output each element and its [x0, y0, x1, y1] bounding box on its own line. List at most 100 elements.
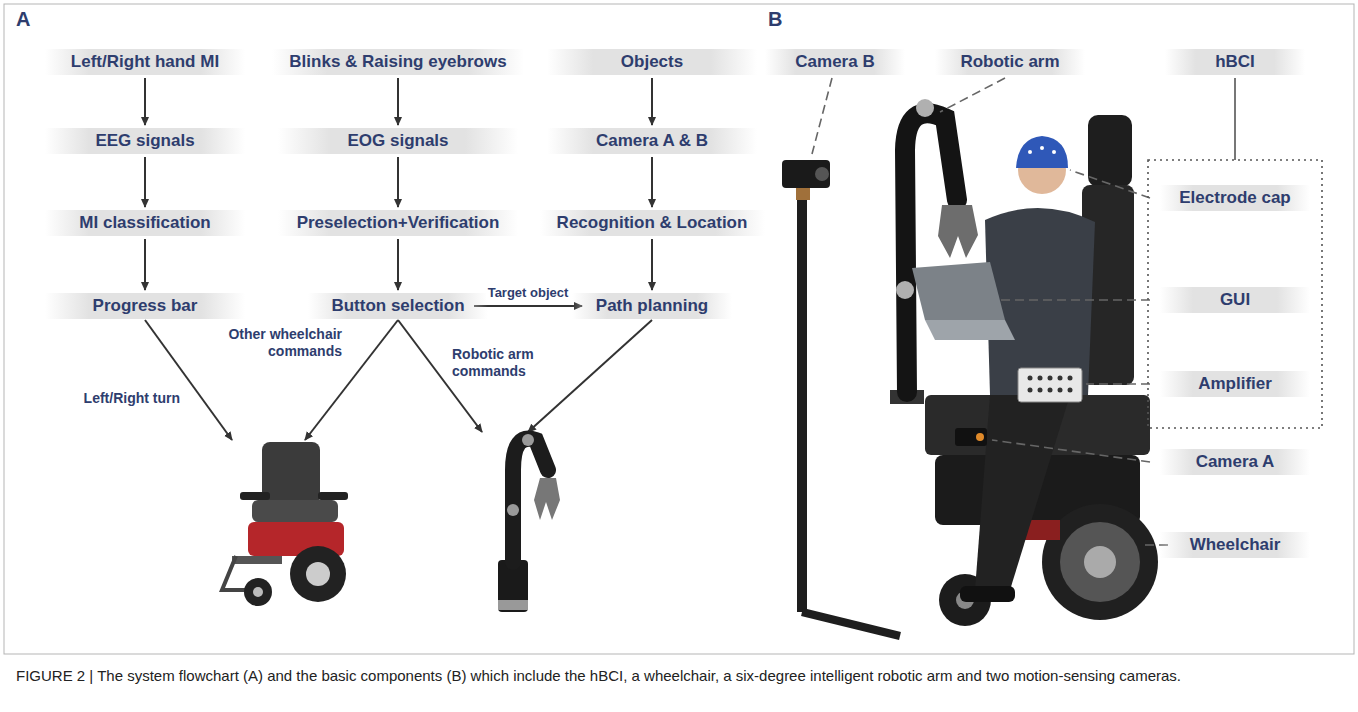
- band-text: Preselection+Verification: [297, 210, 500, 236]
- leader-line: [992, 440, 1150, 462]
- command-label: Robotic arm commands: [452, 346, 562, 380]
- hbci-group-bracket: [1148, 160, 1322, 428]
- photo-amplifier: [1038, 388, 1043, 393]
- label-band: hBCI: [1165, 49, 1305, 75]
- label-band: Camera B: [765, 49, 905, 75]
- label-band: GUI: [1160, 287, 1310, 313]
- band-text: Objects: [621, 49, 683, 75]
- flow-arrow: [144, 239, 146, 290]
- label-band: Button selection: [308, 293, 488, 319]
- wheelchair-picture: [262, 442, 320, 504]
- wheelchair-picture: [222, 556, 250, 590]
- band-text: Path planning: [596, 293, 708, 319]
- photo-camera-a: [955, 428, 987, 446]
- label-band: Objects: [547, 49, 757, 75]
- wheelchair-picture: [222, 442, 348, 606]
- photo-person: [1028, 150, 1032, 154]
- flow-arrow: [651, 239, 653, 290]
- command-label: Other wheelchair commands: [214, 326, 342, 360]
- label-band: Camera A & B: [547, 128, 757, 154]
- photo-amplifier: [1028, 388, 1033, 393]
- label-band: Robotic arm: [935, 49, 1085, 75]
- label-band: EEG signals: [45, 128, 245, 154]
- band-text: Electrode cap: [1179, 185, 1291, 211]
- wheelchair-picture: [253, 587, 263, 597]
- robotic-arm-picture: [498, 434, 560, 612]
- photo-camera-a: [955, 428, 987, 446]
- label-band: Wheelchair: [1160, 532, 1310, 558]
- label-band: Left/Right hand MI: [45, 49, 245, 75]
- photo-wheelchair: [1060, 522, 1140, 602]
- photo-person: [960, 136, 1095, 602]
- photo-laptop: [912, 262, 1015, 340]
- command-arrow: [145, 320, 232, 440]
- photo-amplifier: [1028, 376, 1033, 381]
- robotic-arm-picture: [507, 504, 519, 516]
- leader-line: [1070, 170, 1150, 198]
- leader-line: [812, 78, 832, 154]
- command-label: Left/Right turn: [60, 390, 180, 407]
- photo-person: [1040, 146, 1044, 150]
- band-text: hBCI: [1215, 49, 1255, 75]
- photo-wheelchair: [1088, 115, 1132, 187]
- figure-border: [4, 4, 1354, 654]
- wheelchair-picture: [244, 578, 272, 606]
- band-text: Wheelchair: [1190, 532, 1281, 558]
- photo-amplifier: [1048, 388, 1053, 393]
- band-text: Camera A: [1196, 449, 1275, 475]
- hbci-group-bracket: [1234, 78, 1236, 160]
- flow-arrow: [144, 78, 146, 125]
- label-band: Progress bar: [45, 293, 245, 319]
- band-text: Blinks & Raising eyebrows: [289, 49, 506, 75]
- panel-letter: B: [768, 8, 782, 31]
- band-text: Left/Right hand MI: [71, 49, 219, 75]
- wheelchair-picture: [318, 492, 348, 500]
- photo-amplifier: [1048, 376, 1053, 381]
- photo-laptop: [912, 262, 1005, 320]
- label-band: Recognition & Location: [540, 210, 765, 236]
- photo-camera-b: [796, 188, 810, 200]
- band-text: Recognition & Location: [557, 210, 748, 236]
- leader-line: [1000, 299, 1150, 301]
- photo-person: [1016, 136, 1068, 168]
- photo-amplifier: [1068, 388, 1073, 393]
- band-text: MI classification: [79, 210, 210, 236]
- band-text: Progress bar: [93, 293, 198, 319]
- photo-amplifier: [1058, 376, 1063, 381]
- flow-arrow: [397, 239, 399, 290]
- label-band: Path planning: [572, 293, 732, 319]
- photo-amplifier: [1068, 376, 1073, 381]
- label-band: Amplifier: [1160, 371, 1310, 397]
- label-band: Preselection+Verification: [278, 210, 518, 236]
- flow-arrow: [651, 157, 653, 207]
- band-text: Camera B: [795, 49, 874, 75]
- photo-robotic-arm: [890, 99, 978, 404]
- photo-amplifier: [1018, 368, 1082, 402]
- robotic-arm-picture: [522, 434, 534, 446]
- wheelchair-picture: [240, 492, 270, 500]
- photo-wheelchair: [1084, 546, 1116, 578]
- photo-person: [975, 395, 1070, 590]
- photo-camera-b: [782, 160, 830, 188]
- label-band: EOG signals: [278, 128, 518, 154]
- photo-camera-a: [976, 433, 984, 441]
- flow-arrow: [397, 157, 399, 207]
- band-text: EOG signals: [347, 128, 448, 154]
- band-text: GUI: [1220, 287, 1250, 313]
- photo-person: [985, 208, 1095, 395]
- leader-line: [1086, 383, 1150, 385]
- photo-person: [960, 586, 1015, 602]
- leader-line: [940, 78, 1005, 112]
- edge-label: Target object: [486, 285, 571, 300]
- label-band: MI classification: [45, 210, 245, 236]
- photo-camera-b: [802, 612, 900, 636]
- panel-letter: A: [16, 8, 30, 31]
- photo-robotic-arm: [938, 205, 978, 258]
- label-band: Camera A: [1160, 449, 1310, 475]
- photo-amplifier: [1038, 376, 1043, 381]
- wheelchair-picture: [306, 562, 330, 586]
- photo-amplifier: [1018, 368, 1082, 402]
- robotic-arm-picture: [534, 478, 560, 520]
- leader-line: [812, 78, 1168, 545]
